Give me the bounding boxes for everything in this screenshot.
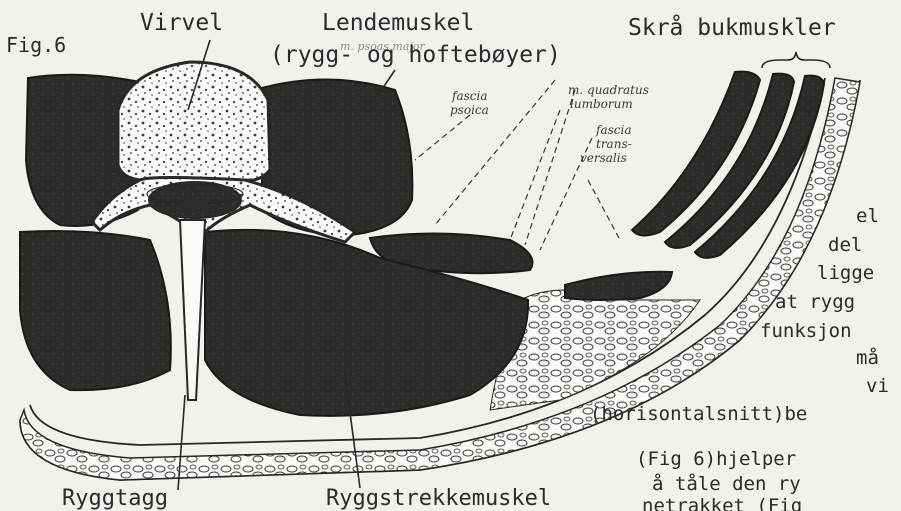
body-text-line-2: del bbox=[828, 234, 862, 256]
spinal-canal bbox=[149, 182, 241, 218]
body-text-line-1: el bbox=[856, 205, 879, 227]
body-text-line-3: ligge bbox=[817, 262, 874, 284]
label-quadratus-2: lumborum bbox=[570, 97, 633, 111]
leader-quadratus-2 bbox=[525, 90, 575, 245]
label-erector: Ryggstrekkemuskel bbox=[326, 486, 551, 511]
transversus-muscle bbox=[565, 272, 672, 300]
label-fascia-trans-1: fascia bbox=[595, 123, 631, 137]
body-text-line-10: å tåle den ry bbox=[652, 472, 801, 495]
label-quadratus-1: m. quadratus bbox=[568, 83, 649, 97]
label-obliques: Skrå bukmuskler bbox=[628, 13, 836, 41]
fig-number: Fig.6 bbox=[6, 33, 66, 57]
leader-fascia-trans-2 bbox=[588, 180, 620, 240]
vertebra-body bbox=[118, 62, 270, 180]
label-fascia-psoica-2: psoica bbox=[450, 103, 489, 117]
body-text-line-11: netrakket (Fig bbox=[642, 495, 802, 511]
body-text-line-8: (horisontalsnitt)be bbox=[590, 403, 807, 425]
body-text-line-7: vi bbox=[866, 375, 889, 397]
multifidus-muscle bbox=[20, 231, 171, 390]
obliques-bracket bbox=[762, 52, 830, 68]
spinous-process bbox=[180, 220, 205, 400]
label-vertebra: Virvel bbox=[140, 10, 223, 36]
label-fascia-trans-2: trans- bbox=[596, 137, 632, 151]
label-spinous: Ryggtagg bbox=[62, 486, 168, 511]
label-fascia-psoica-1: fascia bbox=[451, 89, 487, 103]
label-psoas-title: Lendemuskel bbox=[322, 10, 474, 36]
leader-fascia-psoica bbox=[415, 115, 470, 160]
body-text-line-4: at rygg bbox=[775, 291, 855, 313]
leader-quadratus bbox=[510, 110, 560, 240]
body-text-line-5: funksjon bbox=[760, 320, 852, 342]
label-fascia-trans-3: versalis bbox=[580, 151, 627, 165]
body-text-line-9: (Fig 6)hjelper bbox=[636, 448, 796, 470]
label-m-psoas-major: m. psoas major bbox=[340, 40, 425, 53]
body-text-line-6: må bbox=[856, 346, 879, 369]
